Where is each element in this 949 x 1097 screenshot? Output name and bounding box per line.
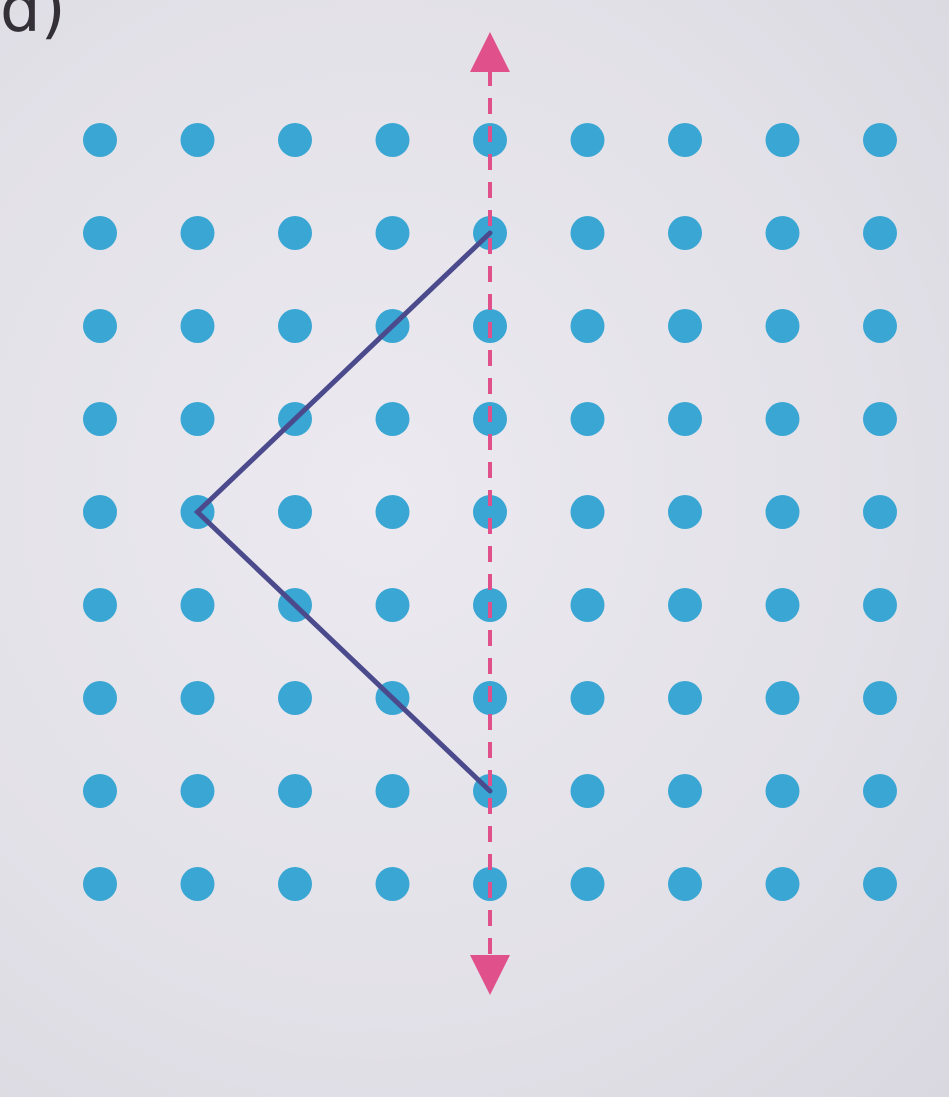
- grid-dot: [570, 402, 605, 436]
- grid-dot: [375, 867, 410, 901]
- grid-dot: [668, 309, 702, 343]
- grid-dot: [180, 774, 215, 808]
- grid-dot: [863, 681, 897, 715]
- grid-dot: [668, 216, 702, 250]
- grid-dot: [863, 867, 897, 901]
- grid-dot: [863, 588, 897, 622]
- grid-dot: [668, 774, 702, 808]
- grid-dot: [278, 867, 312, 901]
- grid-dot: [668, 123, 702, 157]
- grid-dot: [765, 309, 800, 343]
- grid-dot: [83, 774, 117, 808]
- grid-dot: [765, 495, 800, 529]
- grid-dot: [570, 867, 605, 901]
- grid-dot: [765, 774, 800, 808]
- grid-dot: [180, 216, 215, 250]
- grid-dot: [863, 774, 897, 808]
- grid-dot: [765, 681, 800, 715]
- grid-dot: [278, 495, 312, 529]
- grid-dot: [668, 495, 702, 529]
- grid-dot: [765, 216, 800, 250]
- grid-dot: [570, 774, 605, 808]
- grid-dot: [765, 588, 800, 622]
- grid-dot: [765, 402, 800, 436]
- grid-dot: [180, 309, 215, 343]
- grid-dot: [863, 216, 897, 250]
- grid-dot: [180, 588, 215, 622]
- grid-dot: [375, 216, 410, 250]
- grid-dot: [570, 588, 605, 622]
- grid-dot: [570, 216, 605, 250]
- question-label: d): [0, 0, 66, 47]
- grid-dot: [180, 867, 215, 901]
- grid-dot: [375, 402, 410, 436]
- grid-dot: [570, 681, 605, 715]
- grid-dot: [83, 402, 117, 436]
- grid-dot: [180, 681, 215, 715]
- grid-dot: [180, 402, 215, 436]
- grid-dot: [180, 123, 215, 157]
- grid-dot: [375, 495, 410, 529]
- grid-dot: [863, 309, 897, 343]
- grid-dot: [570, 309, 605, 343]
- grid-dot: [83, 123, 117, 157]
- grid-dot: [473, 495, 507, 529]
- grid-dot: [278, 309, 312, 343]
- grid-dot: [83, 681, 117, 715]
- grid-dot: [668, 867, 702, 901]
- grid-dot: [570, 495, 605, 529]
- half-shape-line: [193, 230, 493, 794]
- grid-dot: [83, 216, 117, 250]
- grid-dot: [278, 216, 312, 250]
- grid-dot: [278, 774, 312, 808]
- grid-dot: [375, 588, 410, 622]
- grid-dot: [375, 774, 410, 808]
- mirror-arrow-bottom: [470, 955, 510, 995]
- grid-dot: [570, 123, 605, 157]
- grid-dot: [83, 495, 117, 529]
- mirror-arrow-top: [470, 32, 510, 72]
- grid-dot: [278, 123, 312, 157]
- grid-dot: [668, 402, 702, 436]
- grid-dot: [278, 681, 312, 715]
- grid-dot: [765, 123, 800, 157]
- grid-dot: [863, 402, 897, 436]
- grid-dot: [375, 123, 410, 157]
- grid-dot: [863, 123, 897, 157]
- grid-dot: [83, 309, 117, 343]
- grid-dot: [668, 588, 702, 622]
- grid-dot: [765, 867, 800, 901]
- grid-dot: [83, 867, 117, 901]
- grid-dot: [668, 681, 702, 715]
- grid-dot: [863, 495, 897, 529]
- grid-dot: [83, 588, 117, 622]
